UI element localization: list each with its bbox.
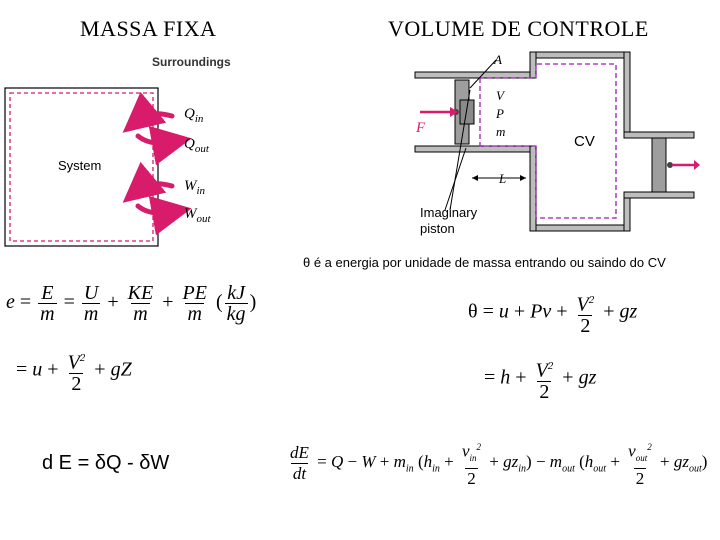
cv-boundary — [479, 63, 617, 219]
w-out-label: Wout — [184, 206, 211, 225]
q-out-label: Qout — [184, 136, 209, 155]
cv-left-wall-top — [529, 51, 537, 79]
length-label: L — [499, 171, 507, 186]
q-out-arrow — [135, 125, 192, 166]
cv-top-wall — [529, 51, 631, 59]
q-in-label: Qin — [184, 106, 204, 125]
heat-work-arrows — [122, 91, 192, 236]
w-out-arrow — [135, 195, 192, 236]
surroundings-label: Surroundings — [152, 55, 231, 69]
inlet-bottom-wall — [414, 145, 536, 153]
first-law-fixed-mass: d E = δQ - δW — [42, 452, 170, 474]
control-volume-diagram — [414, 51, 700, 232]
inlet-top-wall — [414, 71, 536, 79]
system-label: System — [58, 158, 102, 173]
system-diagram — [4, 87, 192, 247]
q-in-arrow — [122, 91, 175, 133]
theta-note: θ é a energia por unidade de massa entra… — [303, 255, 666, 270]
cv-right-wall-bottom — [623, 197, 631, 232]
area-label: A — [494, 52, 502, 67]
outlet-bottom-wall — [623, 191, 695, 199]
title-control-volume: VOLUME DE CONTROLE — [388, 16, 649, 41]
w-in-arrow — [122, 161, 175, 203]
title-fixed-mass: MASSA FIXA — [80, 16, 217, 41]
cv-label: CV — [574, 133, 595, 150]
cv-bottom-wall — [529, 224, 631, 232]
imaginary-piston-label: Imaginary piston — [420, 205, 478, 236]
outlet-top-wall — [623, 131, 695, 139]
cv-left-wall-bottom — [529, 145, 537, 232]
cv-right-wall-top — [623, 51, 631, 133]
w-in-label: Win — [184, 178, 206, 197]
force-label: F — [416, 120, 426, 136]
volume-label: V — [496, 88, 504, 103]
pressure-label: P — [496, 106, 504, 121]
mass-label: m — [496, 124, 506, 139]
outlet-piston — [651, 137, 667, 193]
